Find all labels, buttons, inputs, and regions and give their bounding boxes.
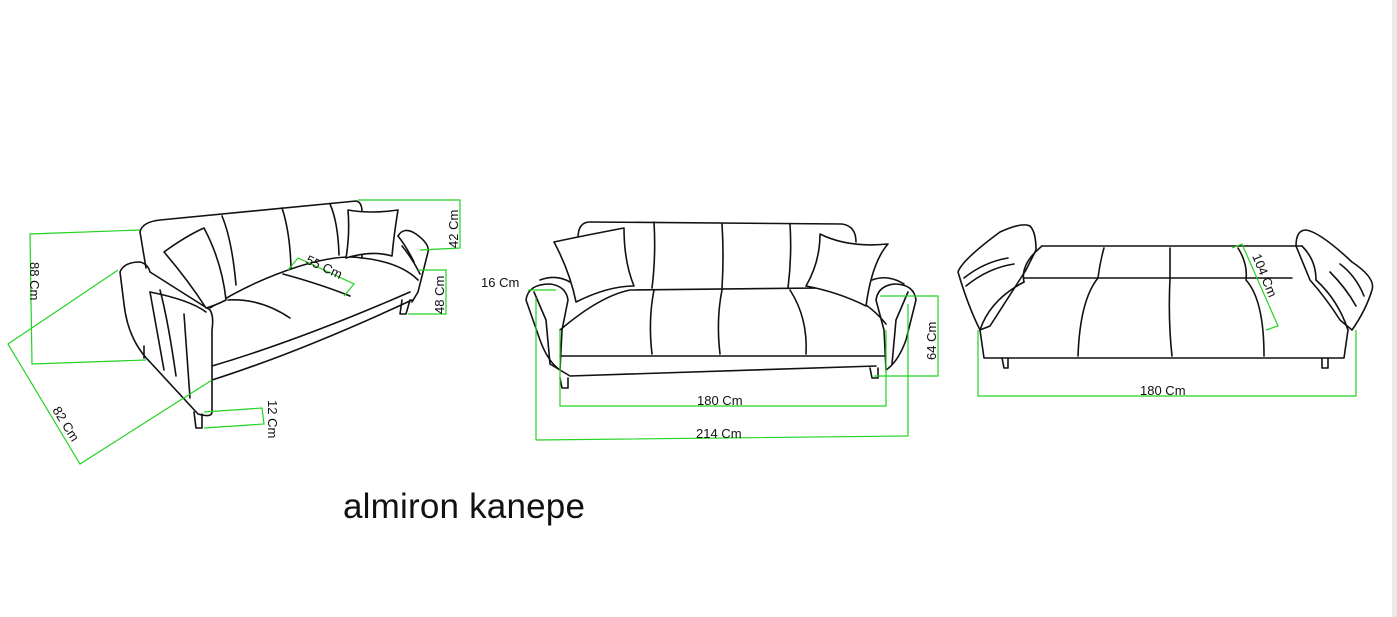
- seat-depth-label: 55 Cm: [304, 252, 345, 282]
- inner-width-label: 180 Cm: [697, 393, 743, 408]
- front-height-label: 64 Cm: [924, 322, 939, 360]
- bed-dim-labels: 104 Cm 180 Cm: [1140, 252, 1280, 398]
- height-label: 88 Cm: [27, 262, 42, 300]
- front-dim-labels: 16 Cm 64 Cm 180 Cm 214 Cm: [481, 275, 939, 441]
- bed-sofa: [957, 224, 1374, 369]
- perspective-dimensions: [7, 199, 461, 465]
- product-title: almiron kanepe: [343, 487, 586, 526]
- seat-height-label: 48 Cm: [432, 276, 447, 314]
- front-dimensions: [528, 289, 939, 441]
- perspective-sofa: [119, 200, 430, 429]
- bed-width-label: 180 Cm: [1140, 383, 1186, 398]
- arm-width-label: 16 Cm: [481, 275, 519, 290]
- leg-height-label: 12 Cm: [265, 400, 280, 438]
- total-width-label: 214 Cm: [696, 426, 742, 441]
- page-edge-divider: [1392, 0, 1397, 617]
- depth-label: 82 Cm: [49, 404, 82, 444]
- bed-dimensions: [977, 243, 1357, 397]
- back-height-label: 42 Cm: [446, 210, 461, 248]
- front-sofa: [525, 221, 917, 389]
